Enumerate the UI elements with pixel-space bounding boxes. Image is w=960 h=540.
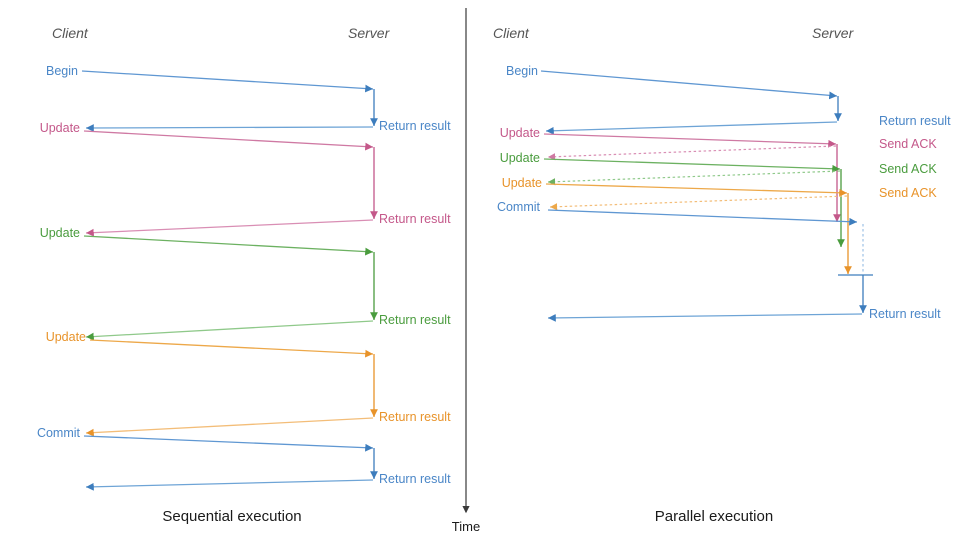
message-send-ack-orange-parallel [549,195,848,211]
server-label-return-result-2-sequential: Return result [379,212,451,226]
server-label-send-ack-pink-parallel: Send ACK [879,137,937,151]
message-commit-sequential [83,435,375,478]
server-label-send-ack-orange-parallel: Send ACK [879,186,937,200]
message-send-ack-green-parallel [547,170,841,186]
message-commit-parallel [547,209,873,313]
actor-label-client-sequential: Client [52,25,89,41]
server-label-return-result-2-parallel: Return result [869,307,941,321]
message-return-result-2-sequential [85,211,378,237]
client-label-update-green-parallel: Update [500,151,540,165]
client-label-begin-parallel: Begin [506,64,538,78]
message-return-result-2-parallel [547,313,863,322]
actor-label-client-parallel: Client [493,25,530,41]
server-label-return-result-1-sequential: Return result [379,119,451,133]
client-label-commit-parallel: Commit [497,200,541,214]
panel-caption-parallel: Parallel execution [655,508,773,525]
message-return-result-3-sequential [85,312,378,341]
message-update-pink-sequential [83,130,375,218]
message-update-green-parallel [543,158,845,247]
message-return-result-4-sequential [85,409,378,437]
client-label-update-pink-parallel: Update [500,126,540,140]
server-label-return-result-1-parallel: Return result [879,114,951,128]
server-label-return-result-4-sequential: Return result [379,410,451,424]
panel-parallel: Client Server [493,25,951,525]
client-label-begin-sequential: Begin [46,64,78,78]
client-label-update-orange-parallel: Update [502,176,542,190]
panel-caption-sequential: Sequential execution [162,508,301,525]
message-begin-sequential [81,70,375,125]
message-return-result-1-parallel [545,113,842,135]
client-label-commit-sequential: Commit [37,426,81,440]
message-send-ack-pink-parallel [547,145,837,161]
message-begin-parallel [540,70,839,120]
actor-label-server-parallel: Server [812,25,855,41]
time-axis-label: Time [452,519,480,534]
actor-label-server-sequential: Server [348,25,391,41]
message-update-pink-parallel [543,133,841,222]
message-update-green-sequential [83,235,375,319]
message-return-result-5-sequential [85,471,378,491]
client-label-update-orange-sequential: Update [46,330,86,344]
server-label-send-ack-green-parallel: Send ACK [879,162,937,176]
message-update-orange-parallel [545,183,852,274]
server-label-return-result-5-sequential: Return result [379,472,451,486]
client-label-update-green-sequential: Update [40,226,80,240]
client-label-update-pink-sequential: Update [40,121,80,135]
panel-sequential: Client Server [37,25,451,525]
server-label-return-result-3-sequential: Return result [379,313,451,327]
message-update-orange-sequential [89,339,375,416]
message-return-result-1-sequential [85,118,378,132]
